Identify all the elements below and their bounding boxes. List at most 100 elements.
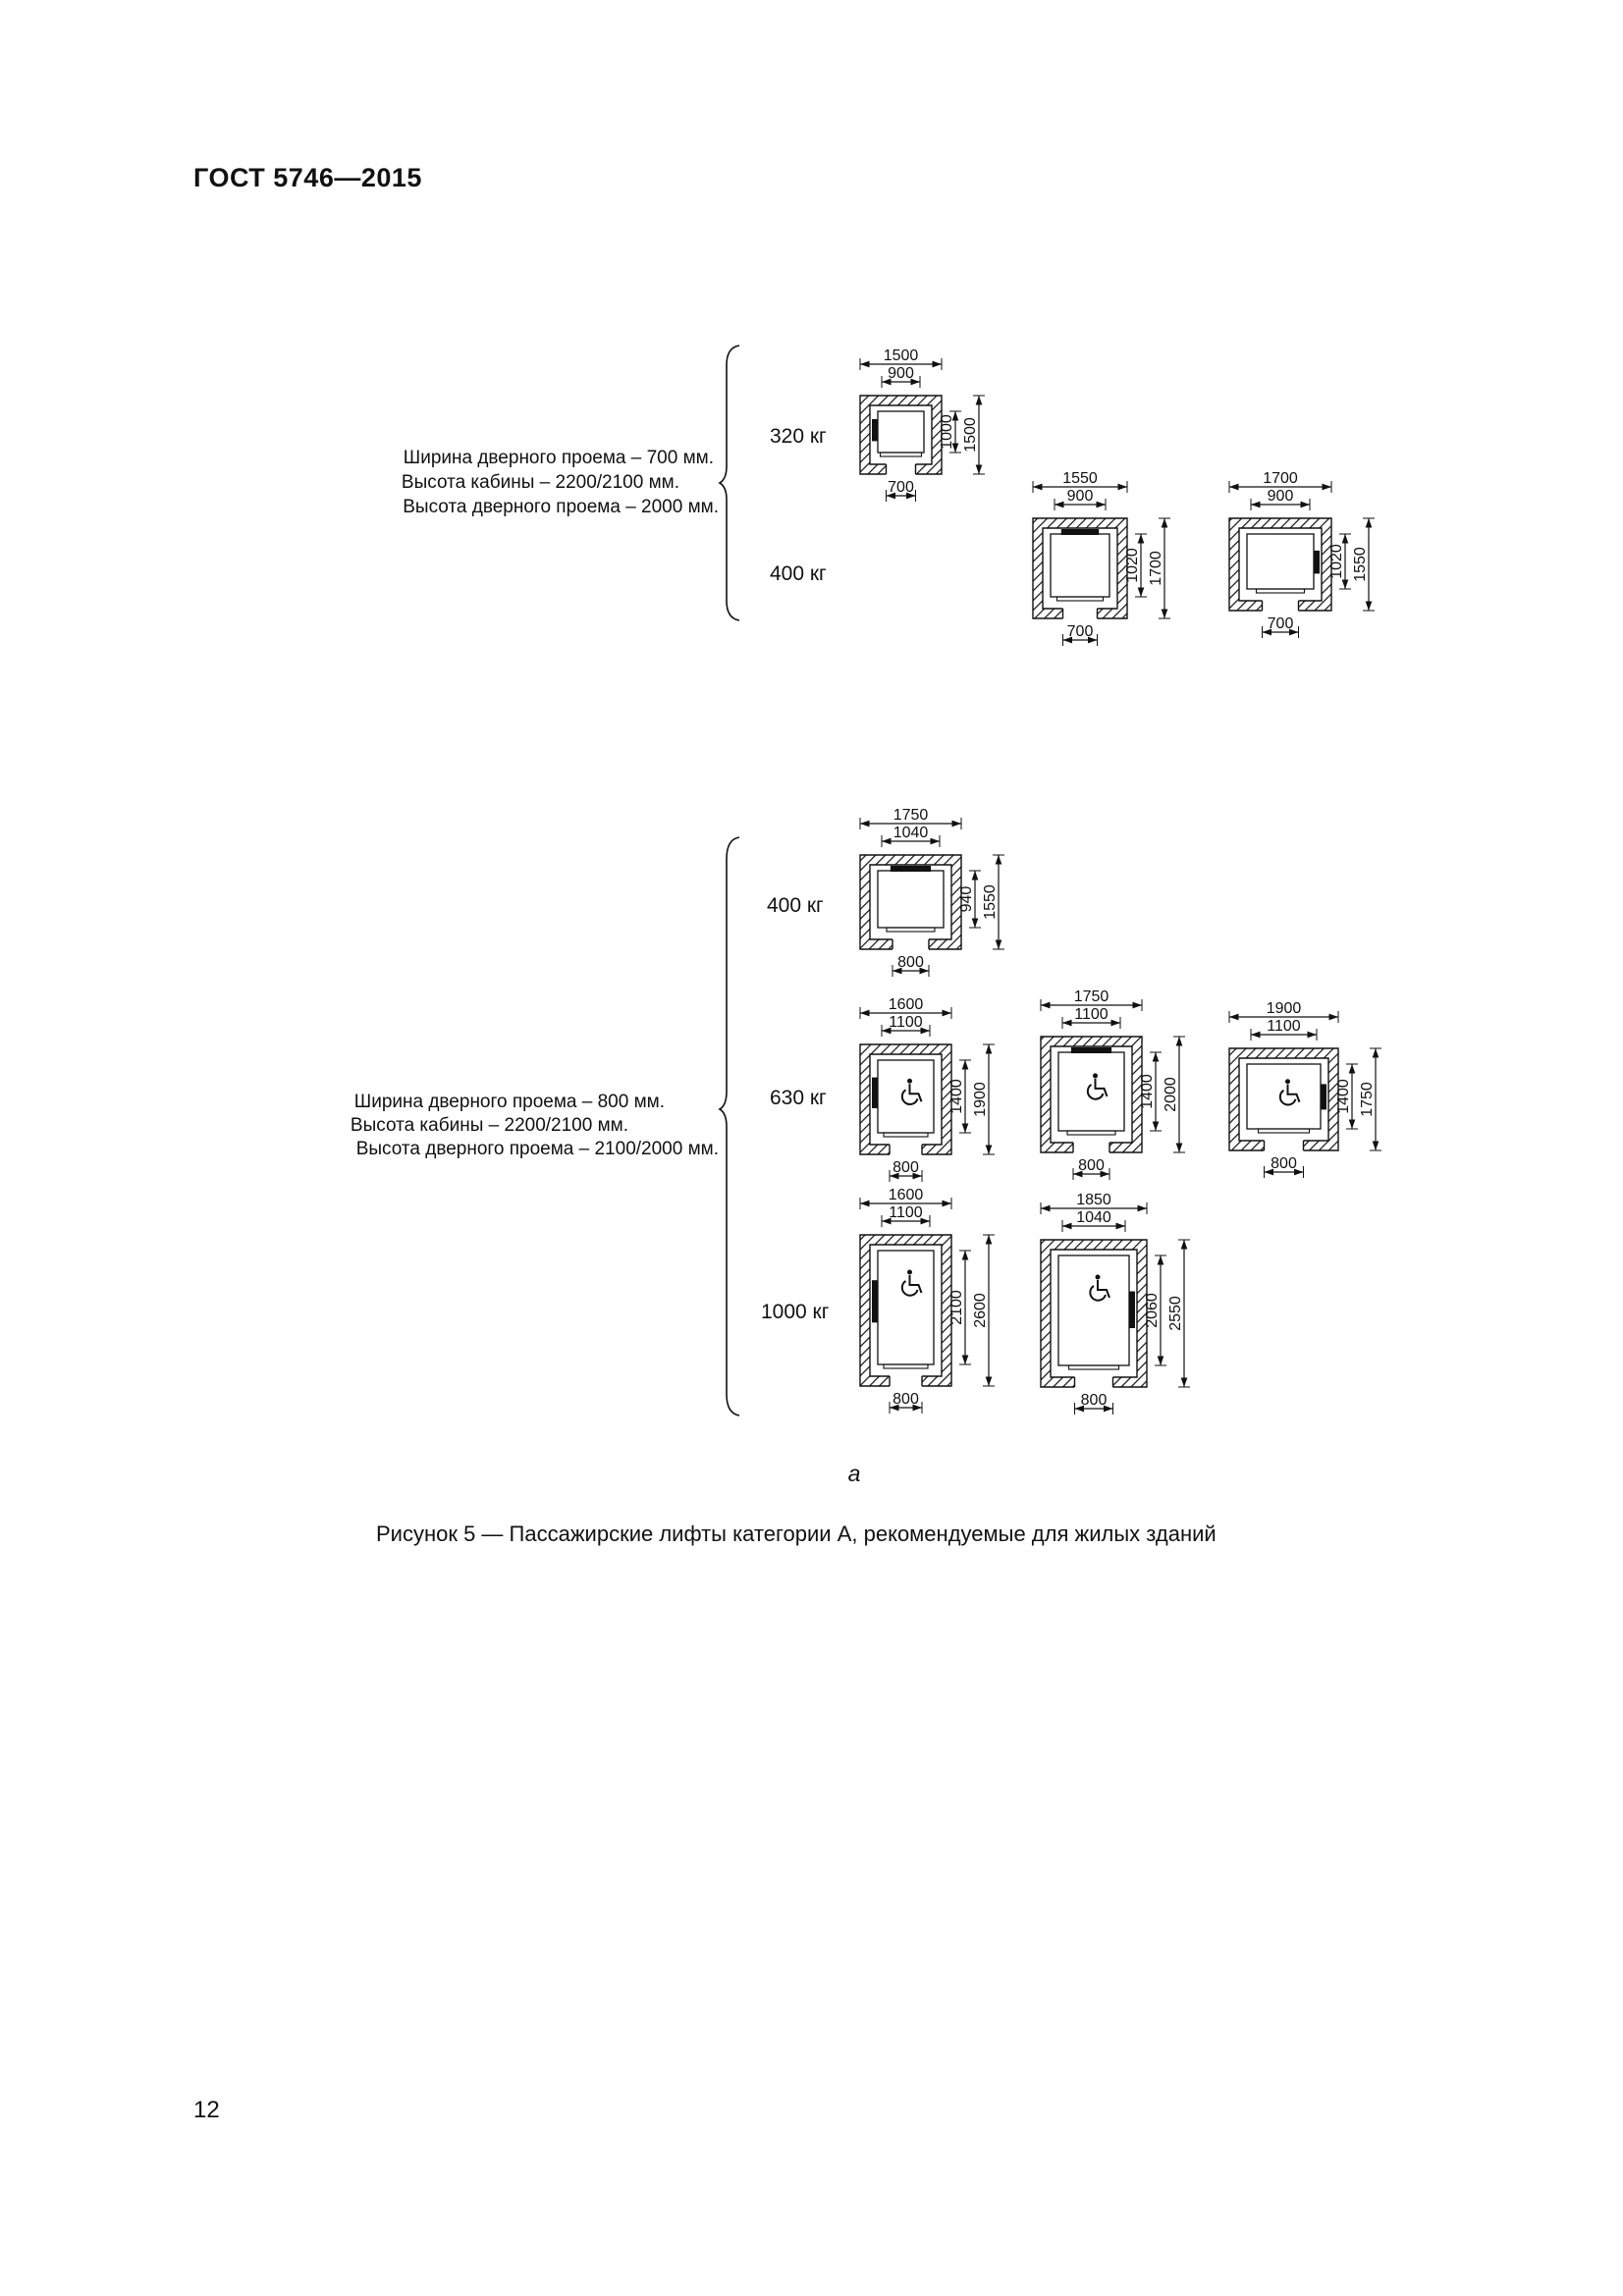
dimension-label: 800 [1081, 1392, 1108, 1409]
dimension-label: 1100 [1074, 1006, 1109, 1023]
shaft-wall [1040, 1239, 1148, 1388]
group-2: Ширина дверного проема – 800 мм. Высота … [351, 807, 1381, 1416]
wheelchair-icon-wheel [900, 1280, 919, 1297]
group-note: Высота дверного проема – 2000 мм. [403, 497, 719, 517]
dimension-label: 2550 [1167, 1296, 1184, 1331]
door-sill [886, 927, 936, 933]
wheelchair-icon-body [908, 1275, 923, 1294]
counterweight [1070, 1047, 1112, 1053]
dimension-label: 1700 [1263, 470, 1298, 487]
capacity-label: 320 кг [770, 425, 827, 448]
door-opening [1074, 1376, 1113, 1388]
elevator-car [877, 410, 925, 454]
shaft-wall [1040, 1036, 1143, 1153]
dimension-label: 1100 [1267, 1018, 1301, 1035]
wheelchair-icon-head [1093, 1073, 1098, 1079]
group-note: Ширина дверного проема – 700 мм. [404, 448, 714, 468]
dimension-label: 1700 [1148, 551, 1164, 586]
wheelchair-icon-head [1285, 1079, 1290, 1085]
group-note: Высота дверного проема – 2100/2000 мм. [356, 1139, 719, 1159]
door-opening [893, 938, 929, 950]
dimension-label: 2000 [1163, 1077, 1179, 1112]
door-sill [883, 1363, 929, 1369]
door-opening [886, 463, 916, 475]
shaft-wall [1228, 1047, 1339, 1151]
dimension-label: 800 [1271, 1155, 1297, 1172]
dimension-label: 2600 [972, 1293, 989, 1328]
counterweight [1129, 1291, 1135, 1328]
dimension-label: 1020 [1328, 544, 1345, 579]
door-sill [1066, 1130, 1116, 1136]
shaft-wall [1032, 517, 1128, 619]
dimension-label: 900 [888, 365, 914, 382]
dimension-label: 1500 [962, 417, 979, 453]
capacity-label: 400 кг [767, 894, 824, 917]
dimension-label: 800 [893, 1391, 919, 1408]
door-sill [1257, 1128, 1311, 1134]
counterweight [872, 419, 878, 442]
elevator-car [1246, 533, 1315, 590]
dimension-label: 1550 [982, 884, 999, 920]
wheelchair-icon-head [1095, 1274, 1101, 1280]
shaft-wall [1228, 517, 1332, 612]
elevator-car [1246, 1063, 1322, 1130]
elevator-car [877, 1059, 935, 1134]
group-note: Высота кабины – 2200/2100 мм. [351, 1115, 628, 1136]
dimension-label: 800 [893, 1159, 919, 1176]
wheelchair-icon-head [907, 1078, 912, 1084]
dimension-label: 1100 [889, 1014, 923, 1031]
door-opening [1262, 600, 1299, 612]
wheelchair-icon-wheel [900, 1089, 919, 1105]
dimension-label: 1900 [1267, 1000, 1302, 1017]
wheelchair-icon-head [907, 1269, 912, 1275]
dimension-label: 900 [1067, 488, 1094, 505]
door-opening [890, 1144, 922, 1155]
dimension-label: 1550 [1062, 470, 1098, 487]
shaft-wall [859, 1234, 952, 1387]
wheelchair-icon-body [1097, 1280, 1110, 1299]
dimension-label: 900 [1268, 488, 1294, 505]
dimension-label: 1600 [889, 996, 924, 1013]
dimension-label: 1400 [948, 1079, 965, 1114]
group-note: Ширина дверного проема – 800 мм. [354, 1092, 665, 1112]
dimension-label: 700 [1067, 623, 1094, 640]
figure-caption: Рисунок 5 — Пассажирские лифты категории… [376, 1522, 1217, 1546]
elevator-car [877, 870, 945, 929]
wheelchair-icon-body [1286, 1084, 1301, 1103]
dimension-label: 1750 [1074, 988, 1109, 1005]
dimension-label: 700 [1268, 615, 1294, 632]
dimension-label: 1850 [1076, 1192, 1111, 1208]
counterweight [872, 1077, 878, 1108]
dimension-label: 2100 [948, 1290, 965, 1325]
dimension-label: 1900 [972, 1082, 989, 1117]
dimension-label: 1600 [889, 1187, 924, 1203]
door-sill [1067, 1364, 1120, 1370]
wheelchair-icon-wheel [1086, 1084, 1105, 1100]
dimension-label: 1400 [1335, 1079, 1352, 1114]
group-1: Ширина дверного проема – 700 мм. Высота … [402, 345, 1375, 646]
dimension-label: 800 [897, 954, 924, 971]
door-sill [1055, 596, 1105, 602]
dimension-label: 1750 [893, 807, 929, 824]
group-brace [718, 836, 740, 1416]
group-brace [718, 345, 740, 621]
capacity-label: 630 кг [770, 1087, 827, 1109]
elevator-car [1057, 1051, 1125, 1132]
group-note: Высота кабины – 2200/2100 мм. [402, 472, 679, 493]
capacity-label: 1000 кг [761, 1301, 830, 1323]
dimension-label: 1550 [1352, 547, 1369, 582]
wheelchair-icon-body [908, 1084, 923, 1102]
door-sill [883, 1132, 929, 1138]
figure-label: а [848, 1461, 861, 1486]
dimension-label: 700 [888, 479, 914, 496]
shaft-wall [859, 395, 943, 475]
counterweight [1060, 529, 1100, 535]
page-number: 12 [193, 2097, 220, 2123]
dimension-label: 1750 [1359, 1082, 1376, 1117]
